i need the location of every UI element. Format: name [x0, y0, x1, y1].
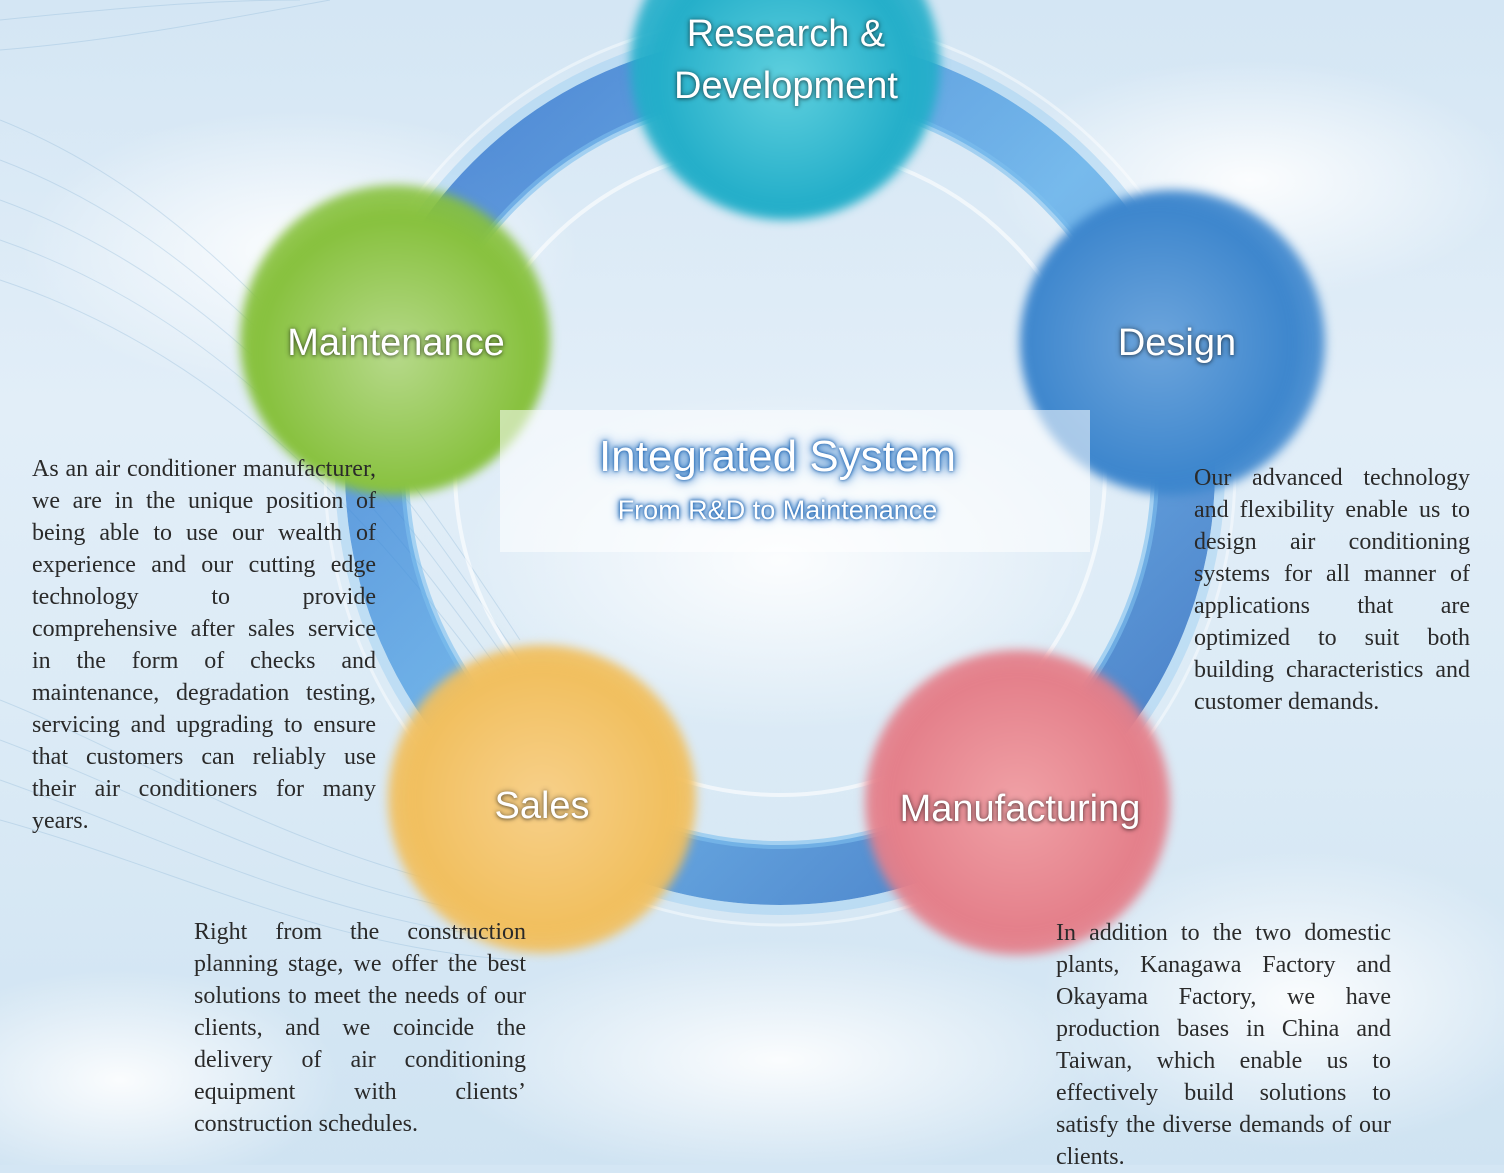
research-development-label: Research & Development — [636, 8, 936, 112]
center-subtitle: From R&D to Maintenance — [617, 495, 938, 525]
sales-label: Sales — [494, 785, 590, 827]
sales-bubble — [388, 645, 696, 953]
manufacturing-bubble — [865, 650, 1170, 955]
design-label: Design — [1117, 322, 1237, 364]
center-title: Integrated System — [598, 432, 957, 481]
maintenance-label: Maintenance — [287, 322, 505, 364]
maintenance-description: As an air conditioner manufacturer, we a… — [32, 456, 376, 834]
center-panel — [500, 410, 1090, 552]
research-development-label-line1: Research & — [686, 13, 886, 55]
manufacturing-description: In addition to the two domestic plants, … — [1056, 920, 1391, 1170]
manufacturing-label: Manufacturing — [899, 788, 1141, 830]
research-development-label-line2: Development — [674, 65, 898, 107]
maintenance-bubble — [240, 185, 550, 495]
design-description: Our advanced technology and flexibility … — [1194, 465, 1470, 715]
sales-description: Right from the construction planning sta… — [194, 919, 526, 1137]
